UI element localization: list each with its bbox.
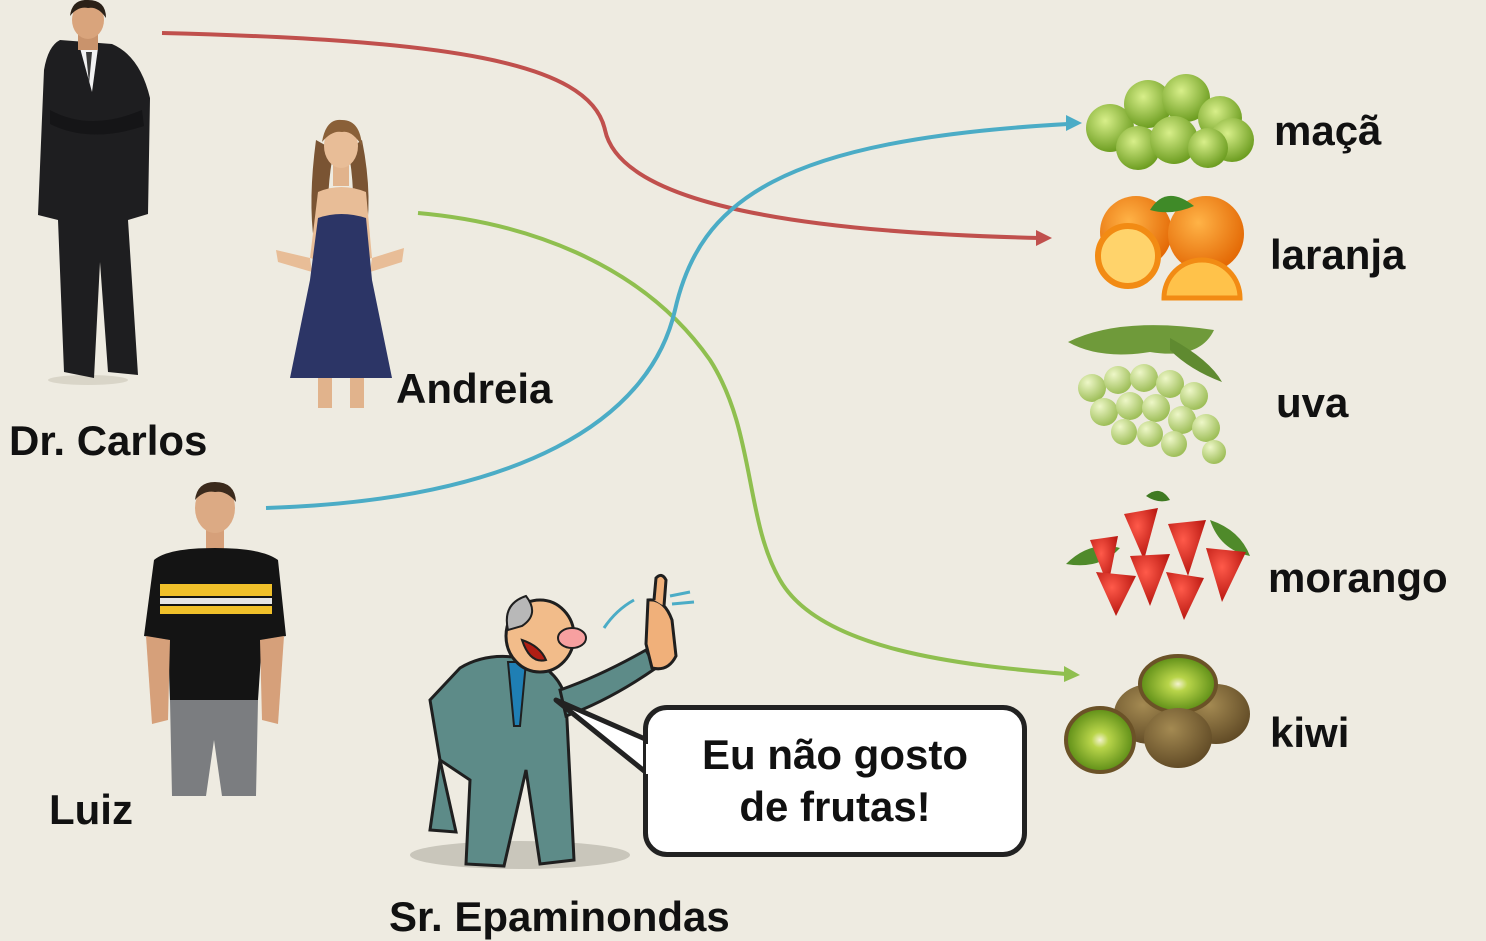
- luiz-figure: [144, 482, 286, 796]
- oranges-image: [1095, 195, 1244, 301]
- speech-line-2: de frutas!: [739, 783, 931, 830]
- connector-andreia-kiwi: [417, 211, 1080, 682]
- speech-bubble-tail-seam: [646, 744, 658, 774]
- label-kiwi: kiwi: [1270, 709, 1350, 756]
- label-andreia: Andreia: [396, 365, 553, 412]
- label-maca: maçã: [1274, 107, 1382, 154]
- apples-image: [1086, 74, 1254, 170]
- kiwis-image: [1064, 654, 1250, 774]
- label-uva: uva: [1276, 379, 1349, 426]
- label-sr-epaminondas: Sr. Epaminondas: [389, 893, 730, 940]
- speech-bubble: Eu não gosto de frutas!: [643, 705, 1027, 857]
- label-morango: morango: [1268, 554, 1448, 601]
- label-dr-carlos: Dr. Carlos: [9, 417, 208, 464]
- dr-carlos-figure: [38, 0, 150, 385]
- andreia-figure: [276, 119, 404, 408]
- connector-luiz-maca: [265, 115, 1082, 510]
- speech-line-1: Eu não gosto: [702, 730, 968, 778]
- sr-epaminondas-figure: [410, 573, 695, 869]
- grapes-image: [1068, 325, 1226, 464]
- strawberries-image: [1066, 490, 1250, 620]
- label-luiz: Luiz: [49, 786, 133, 833]
- connector-carlos-laranja: [161, 31, 1052, 246]
- label-laranja: laranja: [1270, 231, 1406, 278]
